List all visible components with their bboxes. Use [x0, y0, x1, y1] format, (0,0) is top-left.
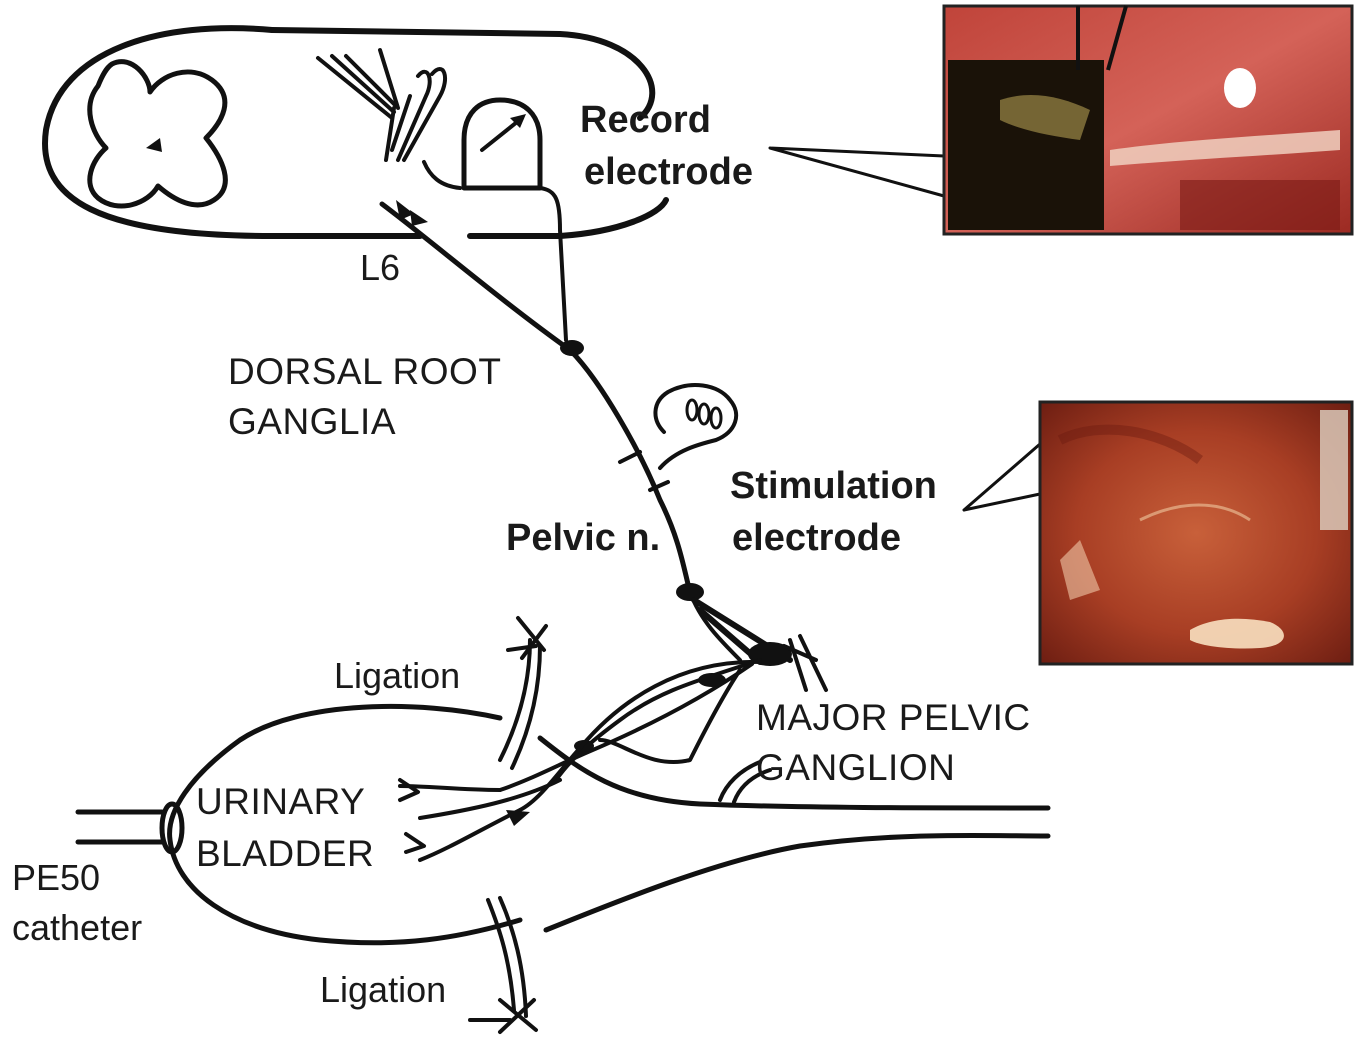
label-bladder: BLADDER — [196, 833, 374, 874]
label-urinary: URINARY — [196, 781, 365, 822]
label-stim-electrode: electrode — [732, 517, 901, 559]
urinary-bladder — [78, 706, 1048, 942]
spinal-cord-section — [45, 28, 666, 236]
record-pointer-line — [770, 148, 944, 196]
label-major-pelvic: MAJOR PELVIC — [756, 697, 1031, 738]
label-ganglia: GANGLIA — [228, 401, 396, 442]
stim-pointer-line — [964, 444, 1040, 510]
record-photo — [944, 6, 1352, 234]
label-ganglion: GANGLION — [756, 747, 955, 788]
label-record-electrode: electrode — [584, 151, 753, 193]
stimulation-photo — [1040, 402, 1352, 664]
label-catheter: catheter — [12, 907, 142, 948]
label-ligation-bottom: Ligation — [320, 969, 446, 1010]
label-stimulation: Stimulation — [730, 465, 937, 507]
nerve-roots — [318, 50, 460, 188]
label-l6: L6 — [360, 247, 400, 288]
label-pe50: PE50 — [12, 857, 100, 898]
ligation-top — [500, 618, 546, 768]
label-ligation-top: Ligation — [334, 655, 460, 696]
record-electrode-symbol — [464, 100, 566, 340]
label-pelvic-nerve: Pelvic n. — [506, 517, 660, 559]
ligation-bottom — [470, 898, 536, 1032]
label-dorsal-root: DORSAL ROOT — [228, 351, 501, 392]
stimulation-electrode-symbol — [655, 385, 736, 468]
label-record: Record — [580, 99, 711, 141]
